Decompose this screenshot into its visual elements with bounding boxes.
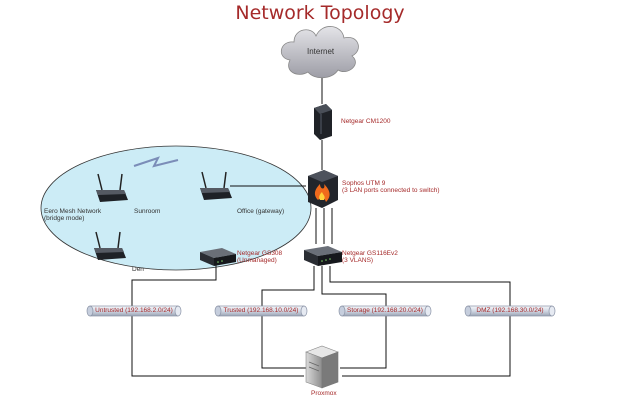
mesh-area <box>40 145 312 271</box>
modem-label: Netgear CM1200 <box>341 118 391 125</box>
vlan-dmz-label: DMZ (192.168.30.0/24) <box>476 307 544 314</box>
managed-switch-note: (3 VLANS) <box>342 257 374 264</box>
vlan-storage-label: Storage (192.168.20.0/24) <box>347 307 423 314</box>
vlan-untrusted-label: Untrusted (192.168.2.0/24) <box>95 307 173 314</box>
vlan-pipe-untrusted <box>86 305 182 317</box>
managed-switch-label: Netgear GS116Ev2 <box>342 250 398 257</box>
managed-switch-icon <box>304 246 342 266</box>
router-office-icon <box>200 171 232 200</box>
cloud-icon <box>281 26 359 79</box>
mesh-network-label: Eero Mesh Network <box>44 208 102 215</box>
connection-lines <box>131 78 511 377</box>
firewall-icon <box>308 170 338 208</box>
firewall-note: (3 LAN ports connected to switch) <box>342 187 440 194</box>
vlan-pipe-storage <box>338 305 432 317</box>
internet-label: Internet <box>307 47 335 56</box>
server-label: Proxmox <box>311 390 337 397</box>
modem-icon <box>314 104 332 140</box>
unmanaged-switch-icon <box>200 248 236 266</box>
den-label: Den <box>132 266 144 273</box>
server-icon <box>305 345 339 389</box>
router-den-icon <box>94 231 126 260</box>
firewall-label: Sophos UTM 9 <box>342 180 386 187</box>
sunroom-label: Sunroom <box>134 208 161 215</box>
vlan-trusted-label: Trusted (192.168.10.0/24) <box>223 307 299 314</box>
wireless-link-icon <box>133 156 179 168</box>
mesh-mode-label: (bridge mode) <box>44 215 85 222</box>
vlan-pipe-trusted <box>214 305 308 317</box>
unmanaged-switch-label: Netgear GS308 <box>237 250 283 257</box>
unmanaged-switch-note: (Unmanaged) <box>237 257 277 264</box>
page-title: Network Topology <box>235 2 405 24</box>
router-sunroom-icon <box>96 173 128 202</box>
vlan-pipe-dmz <box>464 305 556 317</box>
office-label: Office (gateway) <box>237 208 285 215</box>
